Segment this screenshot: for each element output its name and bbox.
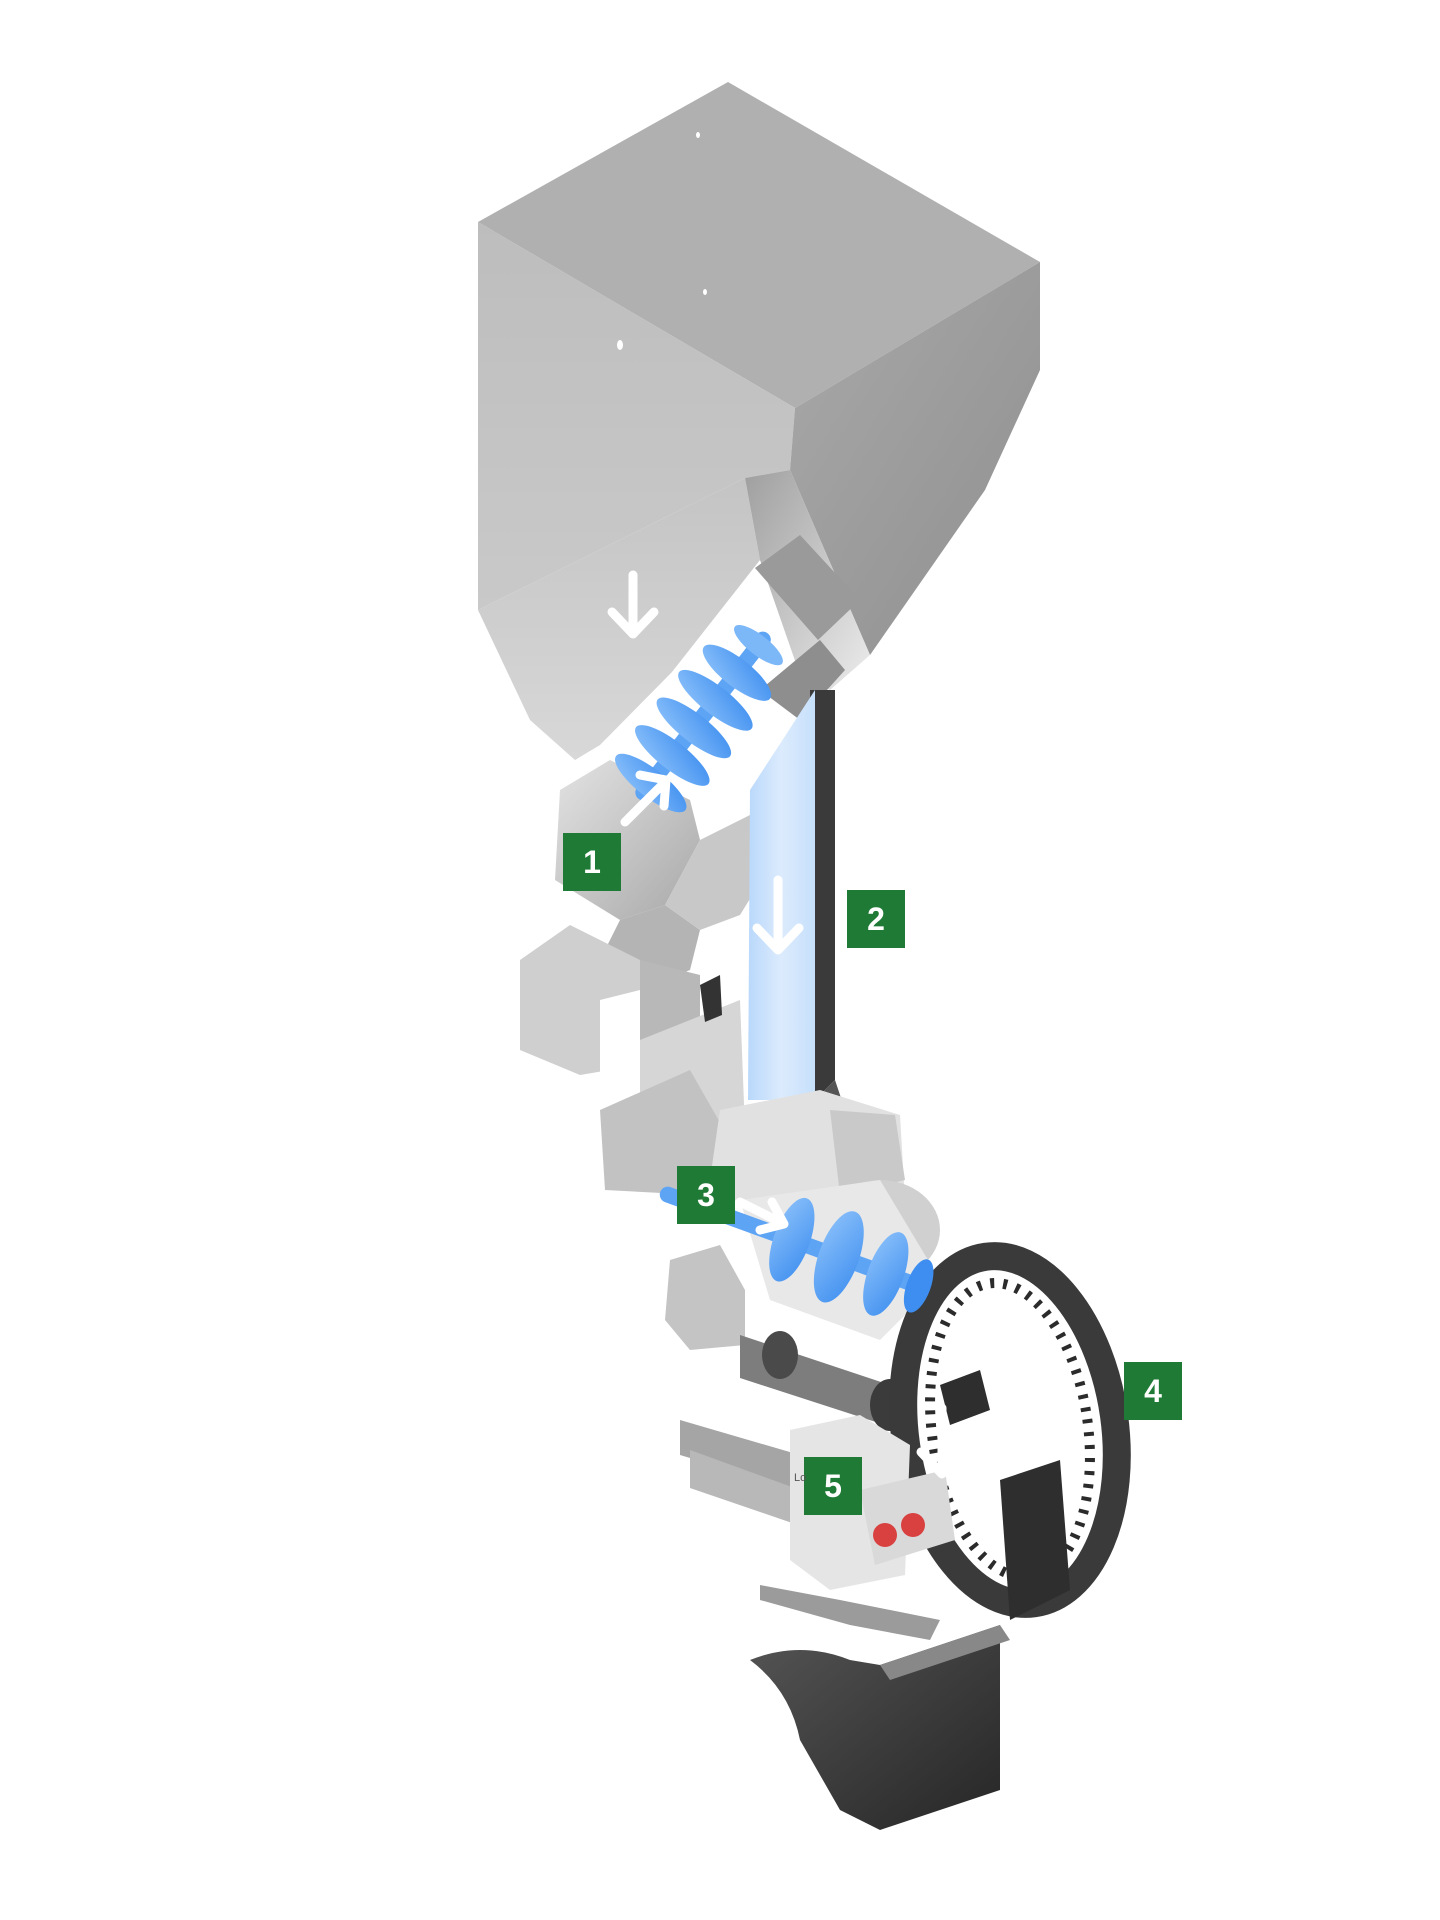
hopper-top-face: [478, 82, 1040, 408]
drum-spoke: [1000, 1460, 1070, 1620]
step-label-4: 4: [1124, 1362, 1182, 1420]
drop-tube-back-edge: [810, 690, 835, 1100]
conditioner-flight: [769, 1197, 815, 1282]
drop-tube-down-arrow: [752, 875, 804, 955]
die-down-arrow: [916, 1403, 968, 1479]
conditioner-bearing-block: [665, 1245, 745, 1350]
discharge-chute: [750, 1625, 1000, 1830]
conditioner-flight: [863, 1232, 909, 1316]
hopper-hole: [617, 340, 623, 350]
drum-slots: [925, 1278, 1095, 1582]
flow-arrows: [607, 570, 968, 1479]
pellet-die-hole: [873, 1523, 897, 1547]
conditioner-side: [830, 1110, 905, 1195]
hopper-hole: [703, 289, 707, 295]
screw-housing-cap: [760, 640, 845, 720]
feed-screw-arrow: [620, 770, 671, 827]
left-gearbox: [520, 925, 745, 1195]
chute-lip: [880, 1625, 1010, 1680]
screw-flight: [678, 669, 753, 731]
drop-tube: [748, 690, 845, 1120]
conditioner-arrow: [735, 1197, 789, 1235]
screw-flight: [702, 644, 772, 701]
step-label-5-text: 5: [824, 1467, 842, 1504]
conditioner-flight: [813, 1211, 864, 1303]
lower-shaft-b: [690, 1450, 800, 1525]
drive-shafts: [680, 1331, 910, 1525]
step-label-3-text: 3: [697, 1176, 715, 1213]
die-housing-text: Lo: [794, 1472, 807, 1484]
step-label-1-text: 1: [583, 843, 601, 880]
lower-shaft-a: [680, 1420, 800, 1490]
step-label-2: 2: [847, 890, 905, 948]
feed-screw: [615, 625, 783, 813]
material-flow: [615, 625, 934, 1316]
drum-hub: [940, 1370, 990, 1425]
main-shaft: [740, 1335, 890, 1425]
step-label-4-text: 4: [1144, 1372, 1162, 1409]
hopper-hole: [696, 132, 700, 138]
screw-flight: [734, 625, 783, 666]
discharge-rail: [760, 1585, 940, 1640]
step-label-3: 3: [677, 1166, 735, 1224]
conditioner-flight: [903, 1259, 934, 1313]
screw-flight: [635, 725, 710, 786]
step-label-1: 1: [563, 833, 621, 891]
gearbox-clip: [700, 975, 722, 1022]
hopper-right-face: [790, 262, 1040, 655]
gearbox-base: [600, 1070, 730, 1195]
hopper-down-arrow: [607, 570, 659, 639]
hopper-bracket: [755, 535, 860, 640]
gearbox-notch: [600, 990, 640, 1090]
step-label-5: 5: [804, 1457, 862, 1515]
step-label-2-text: 2: [867, 900, 885, 937]
hopper-front-face: [478, 222, 795, 610]
hopper: [478, 82, 1040, 760]
shaft-coupling: [762, 1331, 798, 1379]
pellet-die-hole: [901, 1513, 925, 1537]
screw-flight: [656, 697, 732, 759]
